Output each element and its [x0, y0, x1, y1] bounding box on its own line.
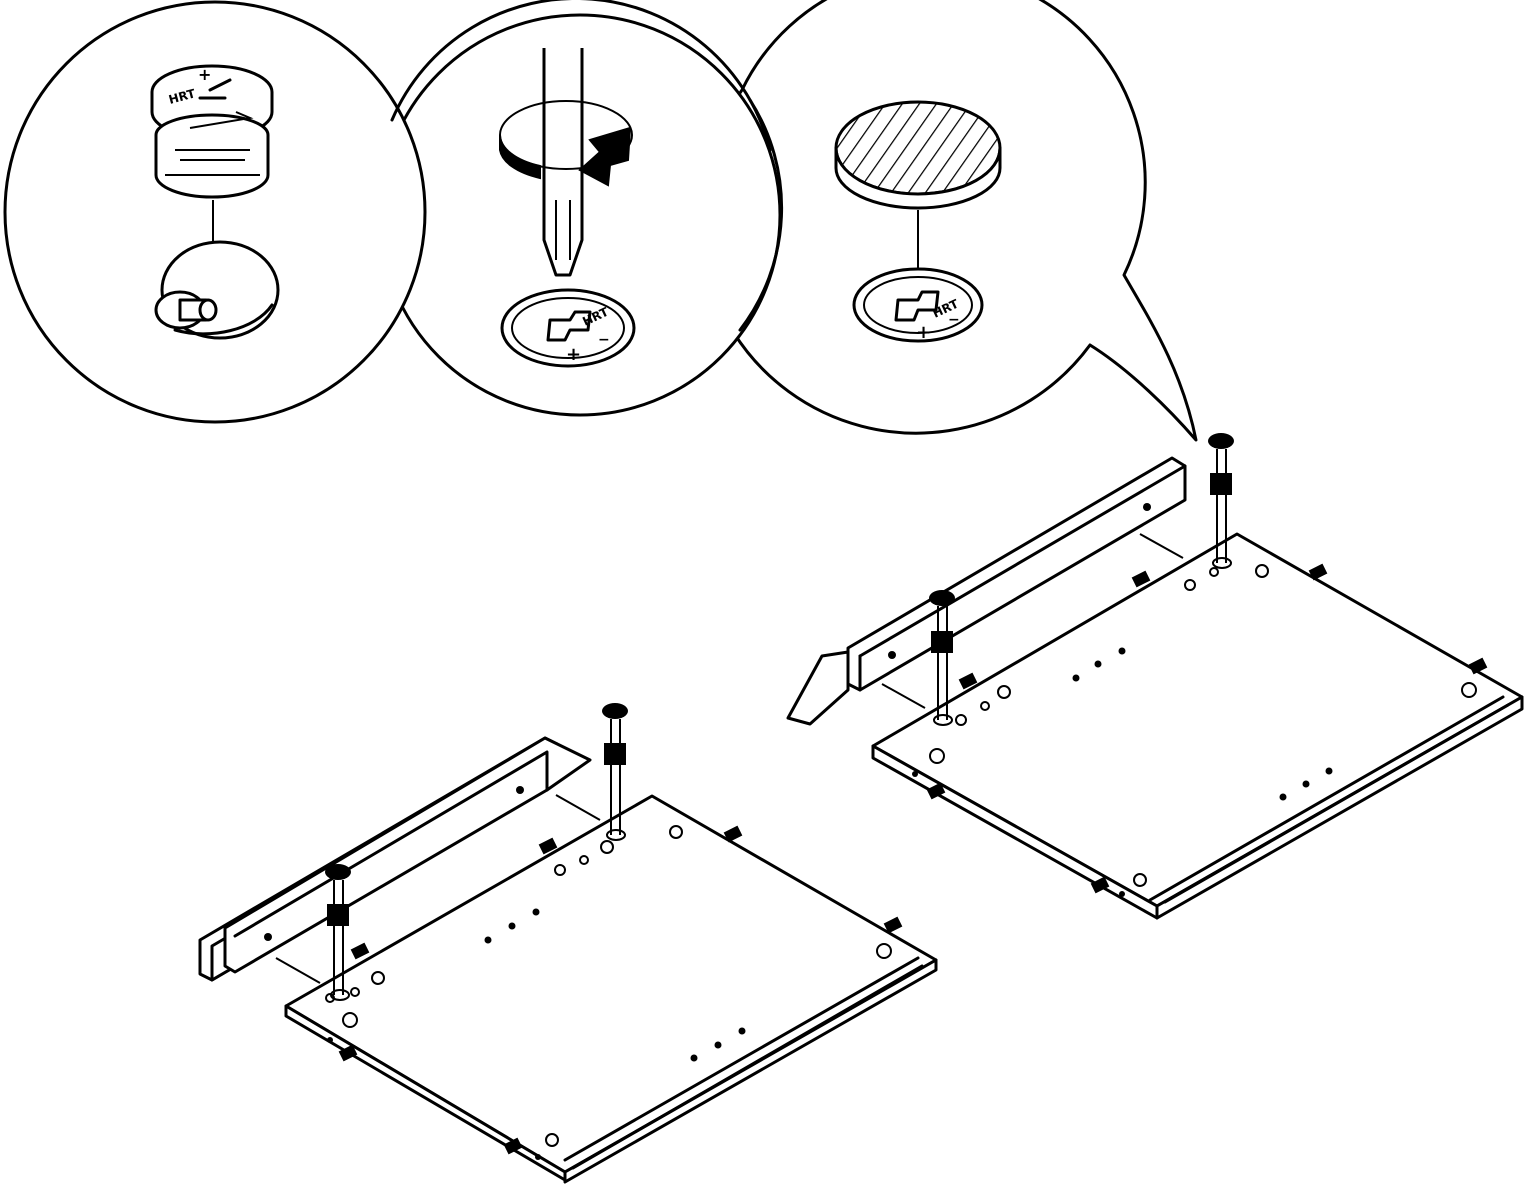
screwdriver-icon — [542, 48, 584, 277]
cam-plus-sign-3: + — [916, 322, 931, 343]
shelf-panel-right — [871, 532, 1524, 920]
dowel-hole-icon — [154, 240, 280, 340]
cam-plus-sign-1: + — [198, 65, 211, 84]
callout-1-bubble — [3, 0, 427, 424]
assembly-left — [198, 703, 938, 1184]
side-rail-left — [198, 736, 592, 982]
cam-top-view-3 — [852, 267, 984, 343]
cam-lock-icon — [150, 64, 274, 199]
cam-stack-left-front — [325, 864, 351, 1001]
panel-holes-right — [912, 564, 1477, 897]
cam-top-view-2 — [500, 288, 636, 368]
cam-plus-sign-2: + — [566, 344, 581, 365]
assembly-right — [786, 433, 1524, 920]
dowels-left — [338, 825, 903, 1155]
cam-stack-right-front — [929, 590, 955, 726]
shelf-panel-left — [284, 794, 938, 1184]
rotation-arrow-icon — [499, 100, 633, 187]
detail-callouts — [3, 0, 1198, 442]
callout-3-bubble — [698, 0, 1198, 442]
cover-cap-icon — [834, 100, 1002, 210]
cam-minus-sign-2: − — [598, 332, 610, 348]
cam-stack-right-back — [1208, 433, 1234, 569]
panel-holes-left — [325, 825, 892, 1160]
cam-stack-left-back — [602, 703, 628, 841]
cam-marking-text-1: HRT — [167, 86, 197, 107]
cam-minus-sign-3: − — [948, 312, 960, 328]
dowels-right — [926, 563, 1488, 894]
